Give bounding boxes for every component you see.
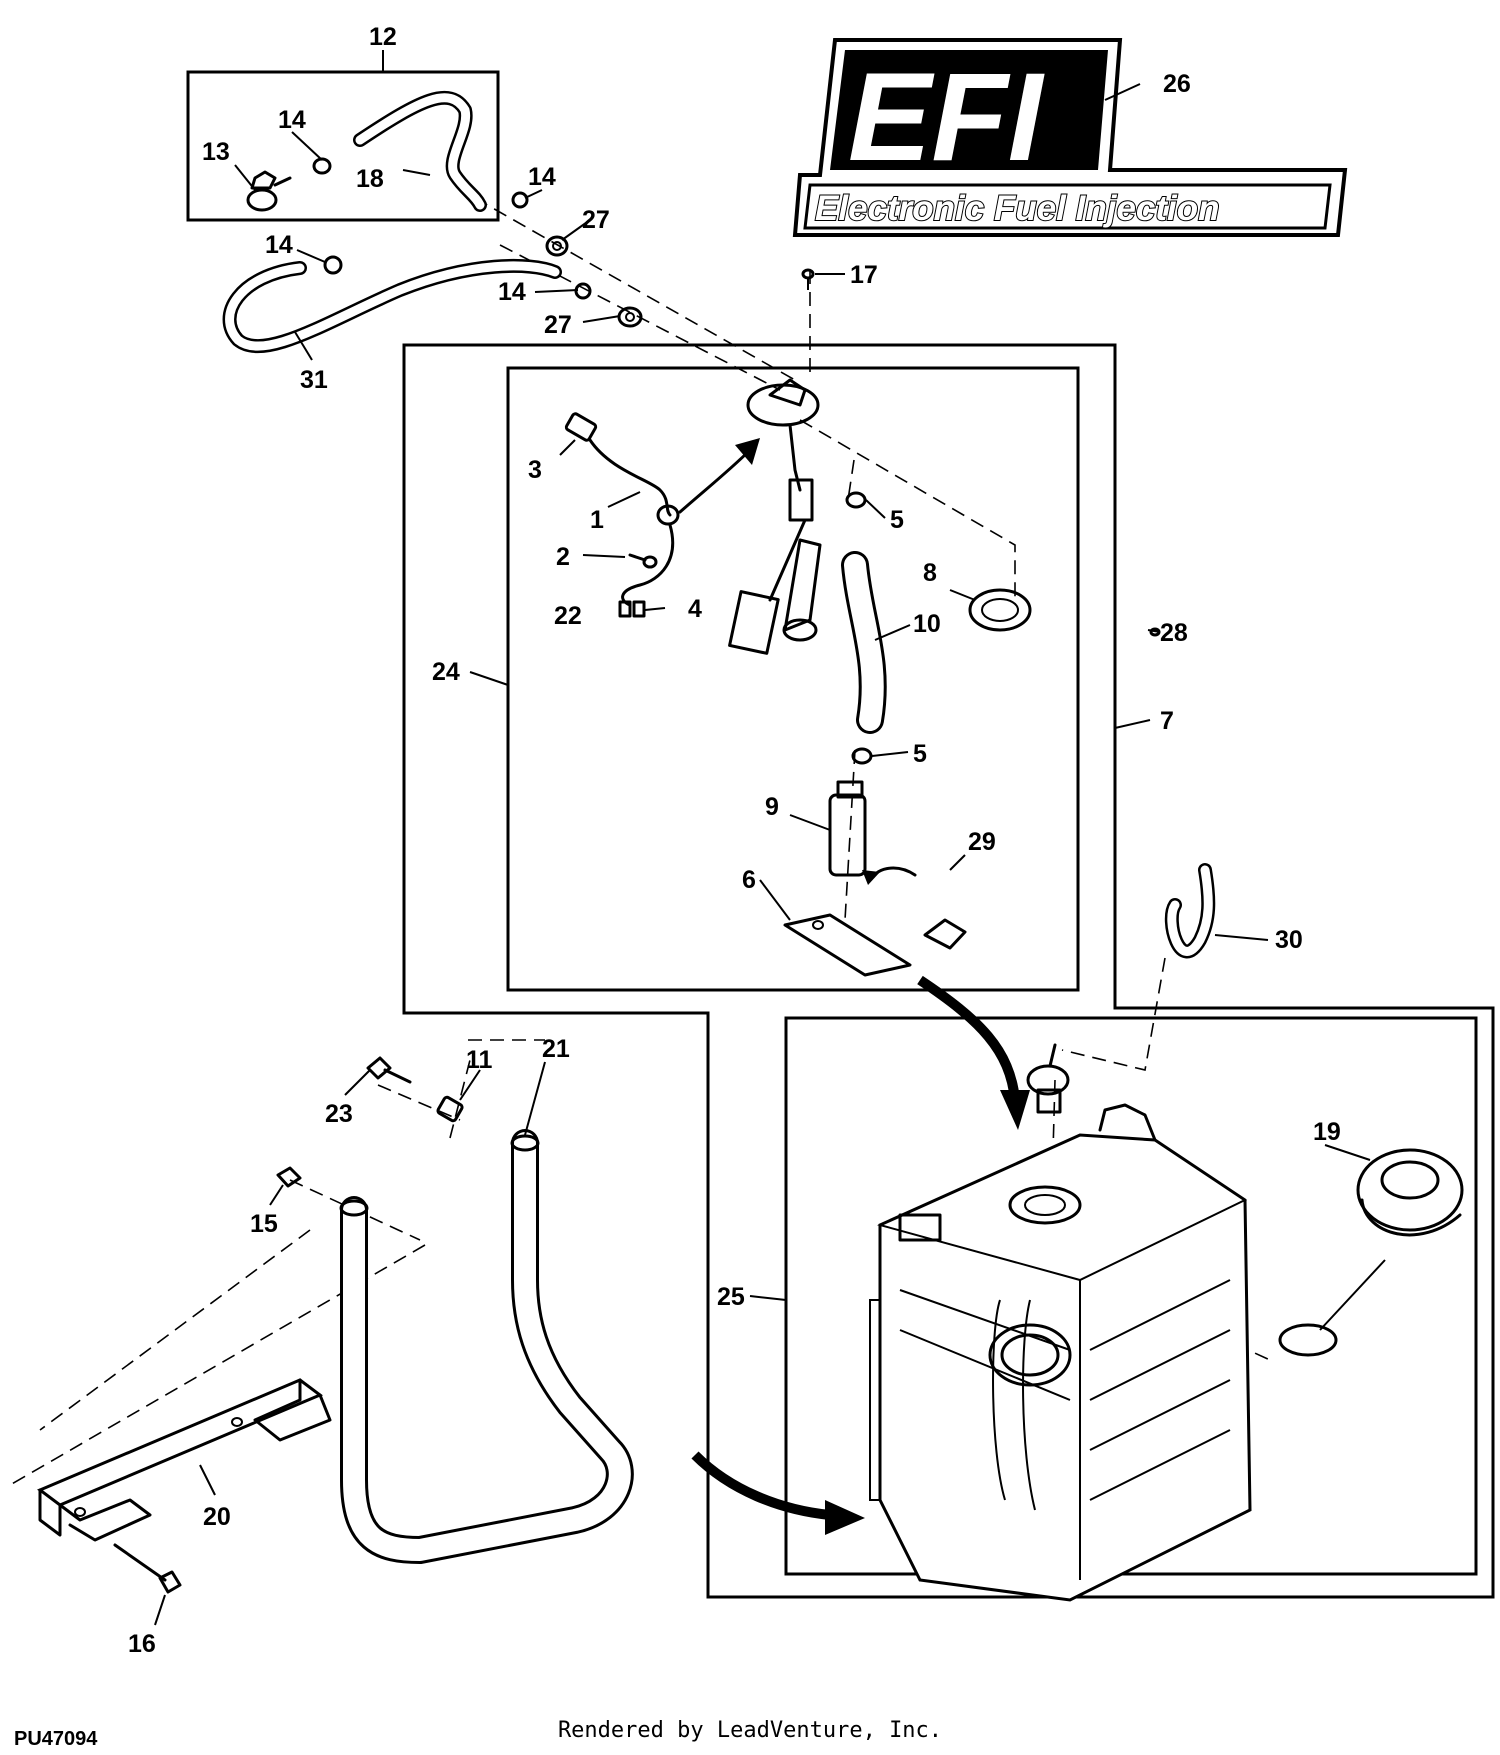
part-27-grommet — [545, 235, 569, 257]
callout-11: 11 — [466, 1046, 493, 1074]
callout-22: 22 — [554, 602, 582, 630]
callout-14: 14 — [528, 163, 556, 191]
callout-14: 14 — [265, 231, 293, 259]
frame-part-12 — [186, 70, 500, 222]
part-11-clamp — [436, 1095, 464, 1123]
callout-3: 3 — [528, 456, 542, 484]
callout-30: 30 — [1275, 926, 1303, 954]
leader-lines — [154, 50, 1371, 1626]
part-31-hose — [222, 258, 562, 354]
part-13-fitting — [246, 170, 292, 212]
callout-19: 19 — [1313, 1118, 1341, 1146]
callout-10: 10 — [913, 610, 941, 638]
part-19-fuel-cap — [1278, 1148, 1464, 1357]
part-2-terminal — [628, 553, 658, 569]
fuel-tank-valve — [1026, 1043, 1070, 1114]
figure-id: PU47094 — [14, 1728, 98, 1750]
part-1-wire-harness — [588, 438, 680, 607]
part-5-clamp — [851, 747, 873, 765]
part-14-clamp — [511, 191, 529, 209]
callout-5: 5 — [890, 506, 904, 534]
callout-18: 18 — [356, 165, 384, 193]
callout-4: 4 — [688, 595, 702, 623]
part-17-screw — [801, 268, 815, 290]
callout-24: 24 — [432, 658, 460, 686]
part-14-clamp — [323, 255, 343, 275]
callout-28: 28 — [1160, 619, 1188, 647]
part-4-terminal — [632, 600, 646, 618]
callout-7: 7 — [1160, 707, 1174, 735]
callout-20: 20 — [203, 1503, 231, 1531]
callout-17: 17 — [850, 261, 878, 289]
part-18-hose — [353, 90, 487, 212]
callout-25: 25 — [717, 1283, 745, 1311]
callout-14: 14 — [498, 278, 526, 306]
callout-27: 27 — [544, 311, 572, 339]
callout-1: 1 — [590, 506, 604, 534]
fuel-pump-flange — [746, 378, 820, 522]
part-29-strainer — [862, 866, 967, 950]
efi-logo: EFI Electronic Fuel Injection — [792, 38, 1348, 237]
frame-part-24 — [506, 366, 1080, 992]
callout-16: 16 — [128, 1630, 156, 1658]
part-21-fuel-tube — [339, 1129, 634, 1564]
assembly-arrow — [917, 975, 1030, 1130]
part-14-clamp — [312, 157, 332, 175]
callout-21: 21 — [542, 1035, 570, 1063]
efi-logo-subtitle: Electronic Fuel Injection — [815, 189, 1220, 228]
fuel-level-float — [728, 518, 822, 655]
part-16-bolt — [113, 1543, 182, 1594]
callout-9: 9 — [765, 793, 779, 821]
callout-15: 15 — [250, 1210, 278, 1238]
render-credit: Rendered by LeadVenture, Inc. — [557, 1718, 943, 1743]
part-5-clamp — [845, 491, 867, 509]
callout-23: 23 — [325, 1100, 353, 1128]
callout-14: 14 — [278, 106, 306, 134]
callout-26: 26 — [1163, 70, 1191, 98]
callout-29: 29 — [968, 828, 996, 856]
fuel-tank — [869, 1103, 1252, 1602]
part-3-connector — [564, 412, 598, 442]
callout-31: 31 — [300, 366, 328, 394]
callout-2: 2 — [556, 543, 570, 571]
callout-5: 5 — [913, 740, 927, 768]
part-10-fuel-line — [841, 551, 887, 734]
callout-6: 6 — [742, 866, 756, 894]
part-20-bracket — [37, 1378, 332, 1542]
callout-27: 27 — [582, 206, 610, 234]
assembly-arrow — [691, 1451, 865, 1535]
callout-labels: 12 14 13 18 14 27 14 14 27 31 26 17 3 1 … — [128, 23, 1341, 1658]
callout-8: 8 — [923, 559, 937, 587]
frame-part-7 — [402, 343, 1495, 1599]
callout-12: 12 — [369, 23, 397, 51]
part-22-terminal — [618, 600, 632, 618]
frame-part-25 — [784, 1016, 1478, 1576]
part-30-vent-hose — [1164, 863, 1216, 959]
part-8-gasket — [968, 588, 1032, 632]
part-9-fuel-pump — [828, 780, 867, 877]
part-6-bracket — [783, 913, 912, 977]
callout-13: 13 — [202, 138, 230, 166]
efi-logo-text: EFI — [848, 48, 1045, 187]
part-15-nut — [276, 1166, 302, 1188]
assembly-arrow — [678, 438, 760, 514]
part-23-bolt — [366, 1056, 412, 1084]
